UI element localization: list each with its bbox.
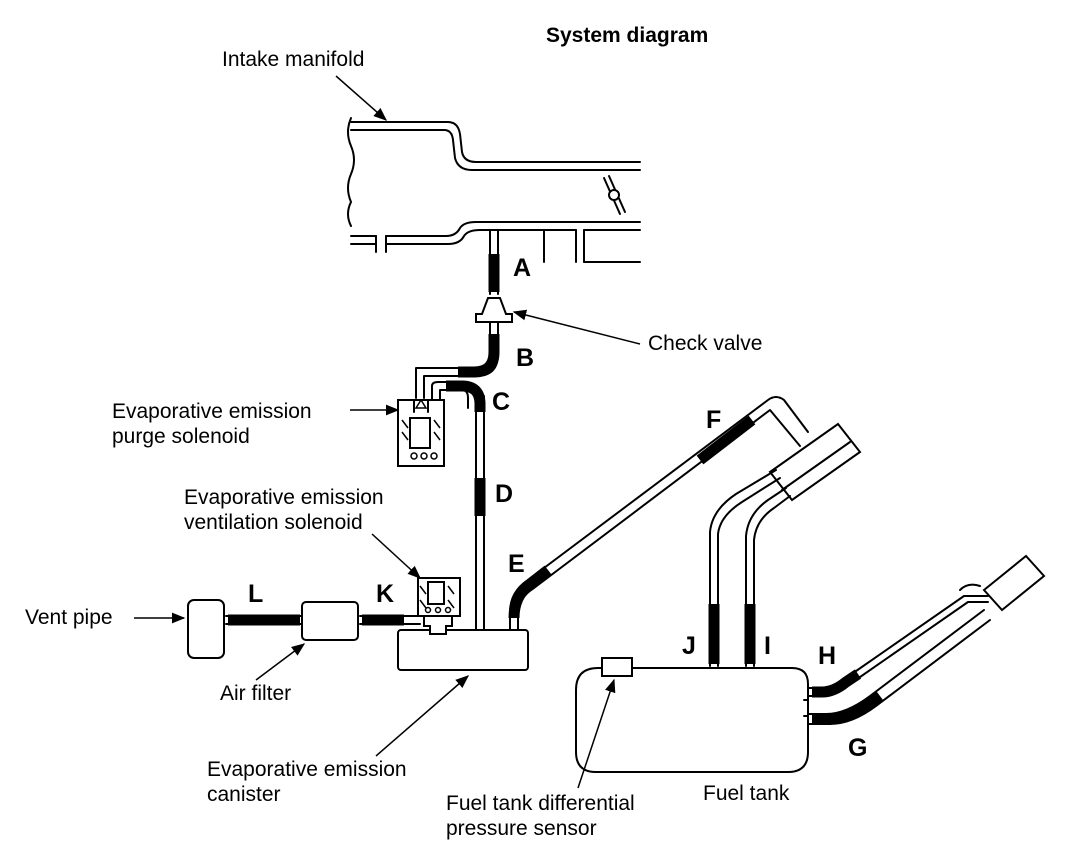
vent-pipe: [187, 599, 225, 659]
label-vent-pipe: Vent pipe: [25, 606, 113, 629]
air-filter: [301, 601, 359, 641]
ventilation-solenoid: [417, 577, 461, 635]
hose-label-e: E: [508, 550, 525, 578]
label-air-filter: Air filter: [220, 682, 291, 705]
hose-label-f: F: [706, 406, 721, 434]
label-vent-solenoid-2: ventilation solenoid: [184, 511, 363, 534]
hose-c: [446, 380, 486, 412]
filler-neck: [768, 422, 862, 502]
label-check-valve: Check valve: [648, 332, 762, 355]
hose-label-j: J: [682, 632, 696, 660]
hose-b: [458, 334, 500, 378]
label-canister-1: Evaporative emission: [207, 758, 407, 781]
purge-solenoid: [397, 398, 445, 467]
hose-label-c: C: [492, 388, 510, 416]
label-fuel-tank: Fuel tank: [703, 782, 790, 805]
hose-label-l: L: [248, 580, 263, 608]
hose-label-h: H: [818, 642, 836, 670]
hose-label-g: G: [848, 734, 867, 762]
hose-f: [696, 415, 756, 465]
hose-label-k: K: [376, 580, 394, 608]
hose-label-b: B: [516, 344, 534, 372]
pressure-sensor: [601, 657, 633, 677]
hose-g: [812, 691, 884, 725]
label-purge-solenoid-1: Evaporative emission: [112, 400, 312, 423]
fuel-fill-pipe: [959, 554, 1046, 612]
canister: [397, 629, 529, 671]
hose-h: [812, 669, 862, 698]
check-valve: [475, 297, 513, 335]
intake-manifold: [347, 117, 641, 263]
hose-label-d: D: [495, 480, 513, 508]
hose-label-i: I: [764, 632, 771, 660]
label-pressure-sensor-2: pressure sensor: [446, 817, 597, 840]
label-purge-solenoid-2: purge solenoid: [112, 425, 250, 448]
throttle-valve-icon: [603, 175, 626, 215]
hose-e: [508, 565, 552, 619]
label-vent-solenoid-1: Evaporative emission: [184, 486, 384, 509]
hose-label-a: A: [513, 254, 531, 282]
label-intake-manifold: Intake manifold: [222, 48, 364, 71]
label-pressure-sensor-1: Fuel tank differential: [446, 792, 635, 815]
fuel-tank: [575, 657, 809, 773]
label-canister-2: canister: [207, 783, 281, 806]
diagram-title: System diagram: [546, 24, 708, 47]
